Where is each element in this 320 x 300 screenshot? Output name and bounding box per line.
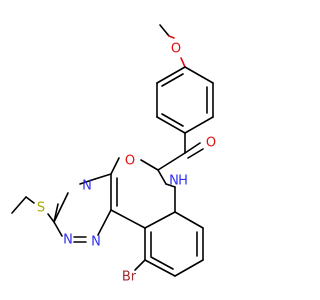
bond-bz5: [144, 259, 176, 277]
atom-thioether-s: S: [37, 201, 45, 216]
bond-bz1: [144, 211, 176, 229]
bond-c-br: [134, 259, 146, 271]
atom-triazine-n1: N: [82, 179, 92, 194]
atom-carbonyl-o: O: [206, 136, 216, 151]
bond-o-ring: [180, 57, 186, 68]
structure-svg: O O O N N N N H S Br: [11, 24, 216, 285]
atom-triazine-n3: N: [91, 235, 101, 250]
bond-co1: [184, 142, 201, 154]
bond-tri5b: [53, 192, 69, 223]
atom-amine-n: N: [169, 174, 179, 189]
bond-ch-o: [140, 159, 159, 171]
bond-bz2: [174, 211, 204, 229]
atom-amine-nh: N H: [169, 174, 188, 189]
bond-tri3: [97, 209, 112, 236]
atom-methoxy-o: O: [171, 42, 181, 57]
bond-bz4: [174, 259, 204, 277]
bond-tri1-n: [79, 178, 96, 185]
atom-bromo-br: Br: [122, 270, 137, 285]
bond-ar6: [156, 66, 186, 84]
atom-ring-o: O: [125, 154, 135, 169]
bond-ar3: [184, 116, 214, 134]
bond-bz5-inner: [150, 256, 174, 270]
bond-co2: [187, 148, 204, 159]
bond-ar6-inner: [161, 73, 184, 87]
bond-methyl-o-b: [168, 35, 175, 39]
bond-s-ch2: [25, 196, 35, 204]
bond-tri-benzo: [110, 209, 146, 229]
bond-n-fused: [165, 183, 176, 188]
bond-methyl-o: [159, 24, 170, 37]
atom-triazine-n2: N: [63, 233, 73, 248]
bond-ar4: [156, 116, 186, 134]
bond-ch2-ch3: [11, 196, 27, 214]
bond-tri4: [53, 221, 63, 237]
bond-tri1: [94, 173, 112, 180]
bond-c-s: [47, 213, 55, 223]
bond-ar4-inner: [161, 113, 184, 127]
molecule-diagram: O O O N N N N H S Br: [11, 24, 216, 285]
atom-amine-h: H: [178, 174, 188, 189]
bond-ar1: [184, 66, 214, 84]
bond-o-c: [110, 157, 120, 175]
bond-ch-n: [157, 169, 167, 185]
bond-carbonyl-ch: [157, 152, 186, 171]
